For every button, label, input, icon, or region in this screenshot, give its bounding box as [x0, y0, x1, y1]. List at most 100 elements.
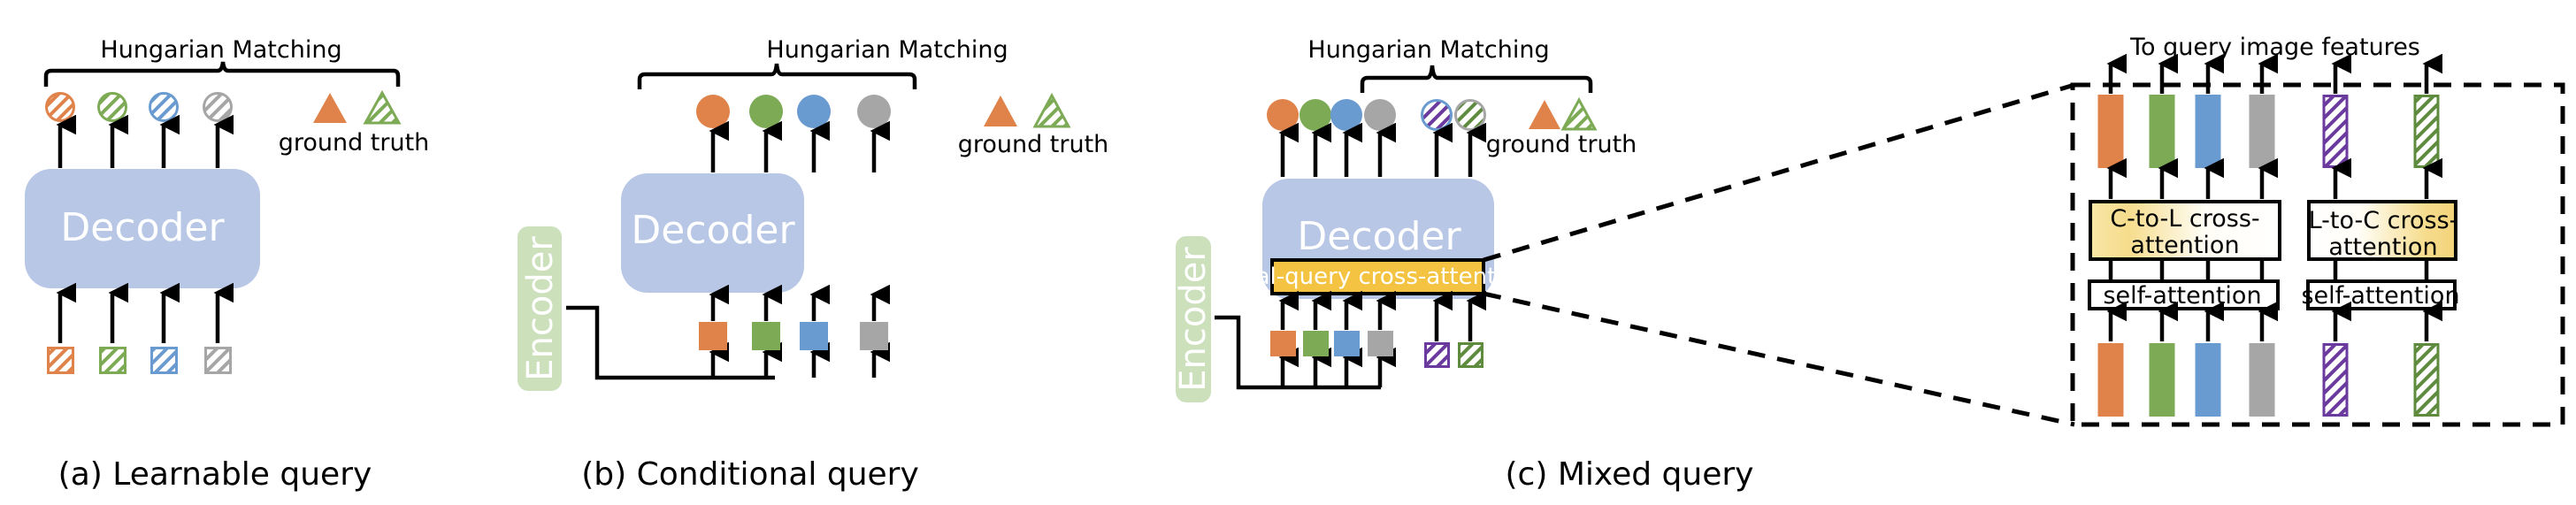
ground-truth-triangle-solid: [313, 93, 347, 123]
conditional-query-square: [800, 322, 828, 350]
ground-truth-triangle-hatched: [363, 89, 402, 125]
conditional-query-bar: [2195, 95, 2221, 168]
encoder-block: [518, 226, 562, 391]
c-to-l-label-line2: attention: [2130, 232, 2239, 259]
arrows-group: [1278, 122, 1486, 387]
ground-truth-label: ground truth: [279, 129, 430, 157]
detail-dashed-frame: [2070, 82, 2565, 427]
ground-truth-group: [1529, 96, 1598, 131]
caption-b: (b) Conditional query: [581, 456, 919, 493]
bar-group: [2097, 95, 2440, 417]
prediction-circle: [1421, 99, 1453, 131]
c-to-l-cross-attention-block: [2089, 200, 2281, 261]
conditional-query-square: [860, 322, 888, 350]
conditional-query-bar: [2149, 343, 2175, 417]
encoder-connector: [1215, 315, 1381, 390]
caption-a: (a) Learnable query: [58, 456, 372, 493]
learnable-query-bar: [2413, 343, 2440, 417]
self-attention-label-right: self-attention: [2301, 282, 2459, 310]
encoder-block: [1176, 236, 1211, 402]
prediction-circle: [1330, 99, 1362, 131]
prediction-circle: [1364, 99, 1396, 131]
learnable-query-bar: [2322, 95, 2349, 168]
conditional-query-bar: [2149, 95, 2175, 168]
conditional-query-square: [1334, 331, 1360, 356]
prediction-circle: [45, 92, 75, 122]
prediction-circle: [857, 95, 891, 128]
to-query-image-features-label: To query image features: [2129, 34, 2420, 61]
decoder-block: [621, 173, 804, 293]
arrows-group: [56, 114, 234, 343]
learnable-query-square: [1458, 342, 1484, 368]
ground-truth-triangle-solid: [984, 96, 1017, 126]
dual-query-detail: To query image features C-to-L cross- at…: [2070, 34, 2565, 427]
learnable-query-square: [47, 347, 74, 374]
matching-brace: [43, 61, 401, 87]
prediction-circle: [1300, 99, 1331, 131]
conditional-query-bar: [2195, 343, 2221, 417]
learnable-query-square: [1424, 342, 1450, 368]
arrows-group: [709, 120, 890, 378]
query-group: [699, 322, 888, 350]
self-attention-label-left: self-attention: [2103, 282, 2261, 310]
learnable-query-square: [150, 347, 178, 374]
decoder-block: [25, 169, 260, 288]
ground-truth-group: [984, 92, 1071, 128]
matching-brace: [1360, 65, 1593, 93]
learnable-query-bar: [2322, 343, 2349, 417]
conditional-query-square: [1368, 331, 1393, 356]
ground-truth-label: ground truth: [958, 131, 1109, 158]
prediction-circle: [696, 95, 730, 128]
prediction-circle: [203, 92, 233, 122]
conditional-query-bar: [2249, 95, 2275, 168]
ground-truth-triangle-solid: [1529, 100, 1560, 129]
conditional-query-square: [752, 322, 780, 350]
ground-truth-triangle-hatched: [1560, 96, 1598, 131]
dual-query-cross-attention-block: [1270, 258, 1485, 295]
c-to-l-label-line1: C-to-L cross-: [2110, 205, 2259, 233]
arrows-group: [2106, 53, 2442, 341]
conditional-query-square: [1270, 331, 1296, 356]
learnable-query-square: [99, 347, 126, 374]
conditional-query-bar: [2097, 95, 2124, 168]
hungarian-matching-label: Hungarian Matching: [100, 36, 341, 64]
prediction-group: [45, 92, 233, 122]
hungarian-matching-label: Hungarian Matching: [1307, 36, 1549, 64]
conditional-query-square: [1303, 331, 1329, 356]
ground-truth-triangle-hatched: [1032, 92, 1071, 128]
prediction-circle: [1454, 99, 1486, 131]
encoder-label: Encoder: [520, 236, 561, 381]
encoder-label: Encoder: [1173, 247, 1214, 392]
l-to-c-label-line2: attention: [2328, 233, 2437, 261]
panel-b-conditional-query: Hungarian Matching ground truth Decoder …: [518, 36, 1108, 493]
prediction-circle: [149, 92, 179, 122]
prediction-group: [1267, 99, 1486, 131]
zoom-dashed-line-top: [1483, 82, 2075, 263]
ground-truth-group: [313, 89, 402, 125]
caption-c: (c) Mixed query: [1506, 456, 1754, 493]
prediction-circle: [1267, 99, 1299, 131]
hungarian-matching-label: Hungarian Matching: [766, 36, 1008, 64]
ground-truth-label: ground truth: [1486, 131, 1637, 158]
matching-brace: [637, 63, 917, 89]
learnable-query-bar: [2413, 95, 2440, 168]
decoder-label: Decoder: [631, 208, 795, 253]
conditional-query-bar: [2249, 343, 2275, 417]
l-to-c-cross-attention-block: [2307, 200, 2457, 261]
dual-query-cross-attention-label: Dual-query cross-attention: [1223, 264, 1531, 290]
decoder-label: Decoder: [1297, 214, 1461, 259]
decoder-label: Decoder: [60, 205, 225, 250]
conditional-query-bar: [2097, 343, 2124, 417]
prediction-circle: [797, 95, 831, 128]
zoom-dashed-line-bottom: [1483, 291, 2075, 427]
l-to-c-label-line1: L-to-C cross-: [2309, 207, 2458, 234]
panel-c-mixed-query: Hungarian Matching ground truth Decoder …: [1173, 36, 2075, 493]
panel-a-learnable-query: Hungarian Matching ground truth Decoder …: [25, 36, 429, 493]
encoder-connector: [566, 305, 775, 380]
learnable-query-square: [204, 347, 232, 374]
connector-group: [2108, 259, 2429, 281]
conditional-query-square: [699, 322, 727, 350]
prediction-circle: [97, 92, 127, 122]
prediction-group: [696, 95, 891, 128]
